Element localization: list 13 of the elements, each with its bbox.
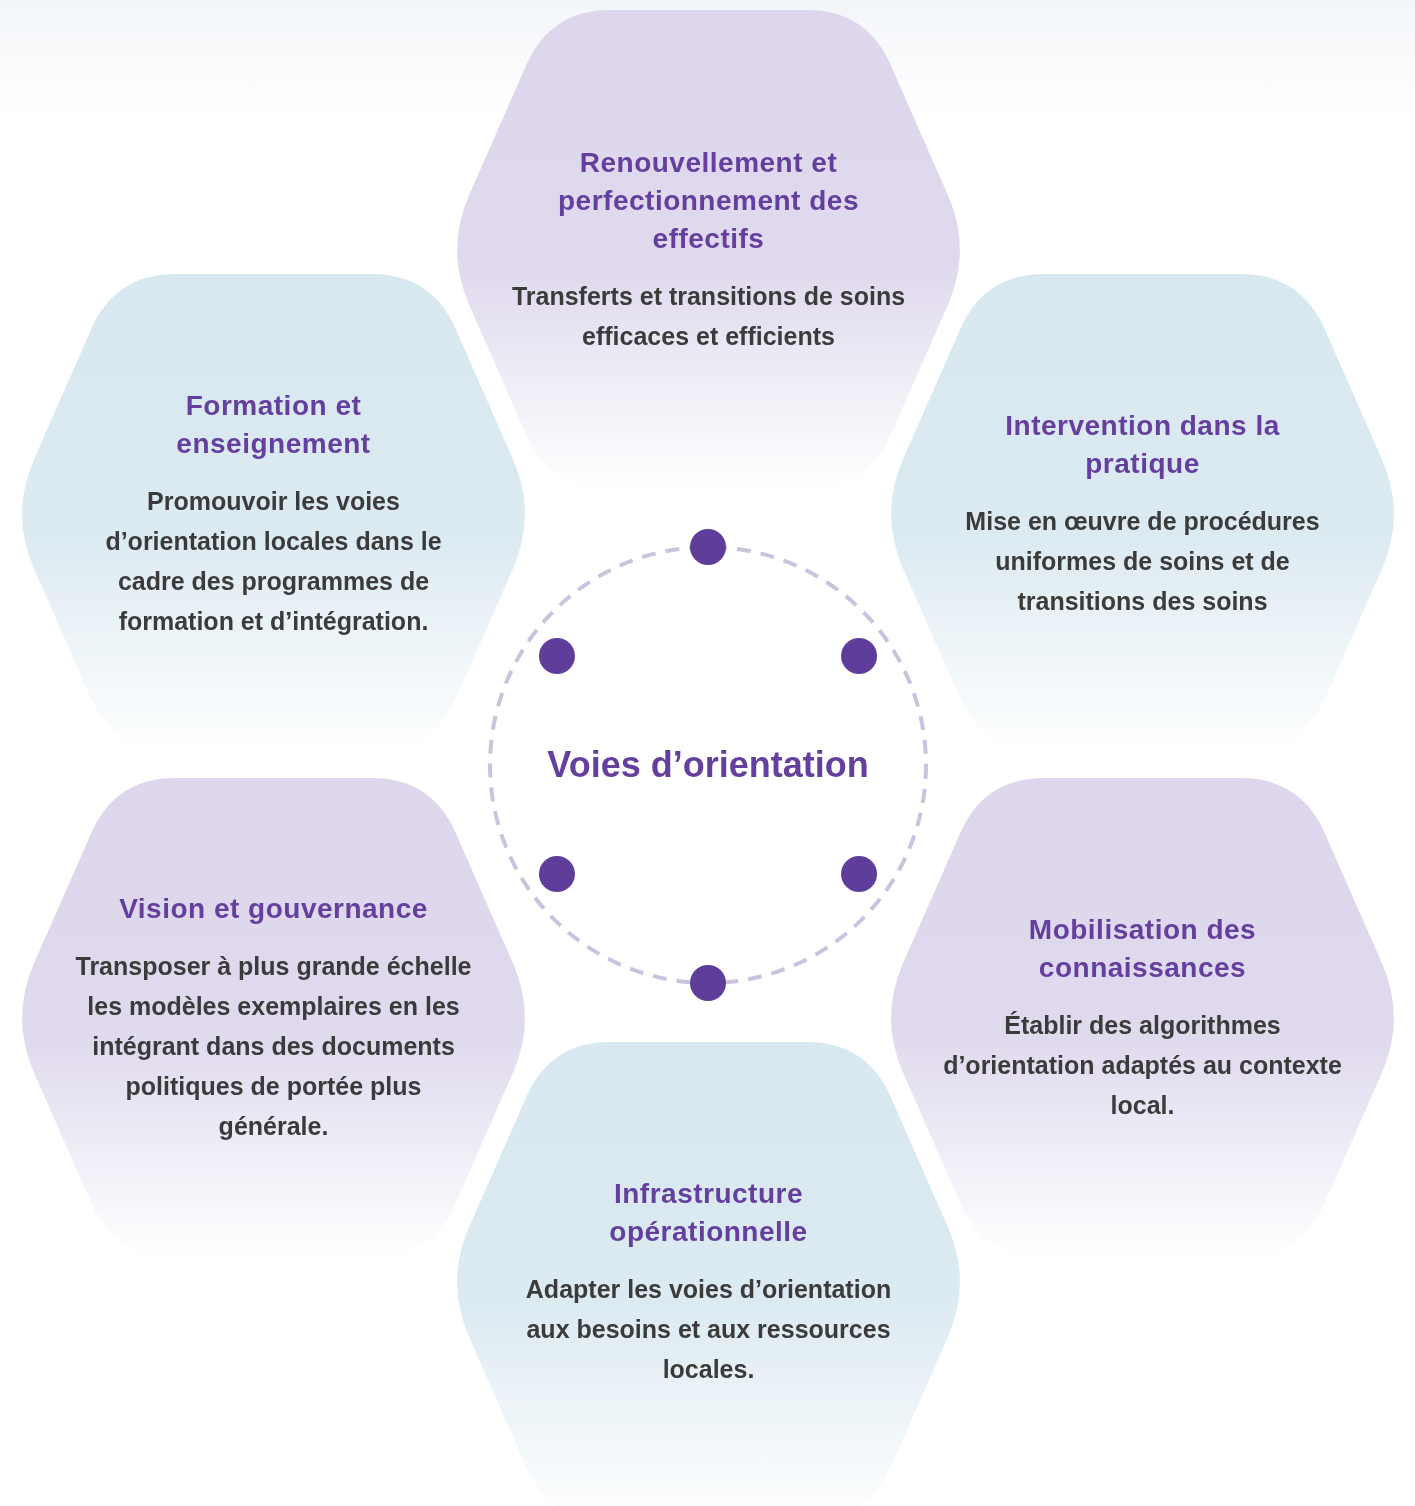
hexagon-description: Établir des algorithmes d’orientation adaptés au contexte local.	[942, 1010, 1343, 1121]
hexagon-description: Adapter les voies d’orientation aux besoins et aux ressources locales.	[524, 1274, 893, 1385]
hexagon-heading: Intervention dans la pratique	[1004, 409, 1281, 481]
hexagon-description: Transposer à plus grande échelle les modèles exemplaires en les intégrant dans des documents politiques de portée plus générale.	[74, 951, 473, 1142]
hexagon-description: Promouvoir les voies d’orientation locales dans le cadre des programmes de formation et d’intégration.	[104, 486, 443, 637]
hexagon-heading: Renouvellement et perfectionnement des effectifs	[557, 146, 860, 256]
center-title: Voies d’orientation	[547, 744, 869, 786]
hexagon-heading: Vision et gouvernance	[118, 892, 429, 926]
hexagon-description: Mise en œuvre de procédures uniformes de soins et de transitions des soins	[964, 506, 1321, 617]
hexagon-heading: Infrastructure opérationnelle	[608, 1177, 809, 1249]
hexagon-description: Transferts et transitions de soins efficaces et efficients	[510, 281, 907, 352]
hexagon-heading: Formation et enseignement	[175, 389, 372, 461]
hexagon-heading: Mobilisation des connaissances	[1027, 913, 1258, 985]
